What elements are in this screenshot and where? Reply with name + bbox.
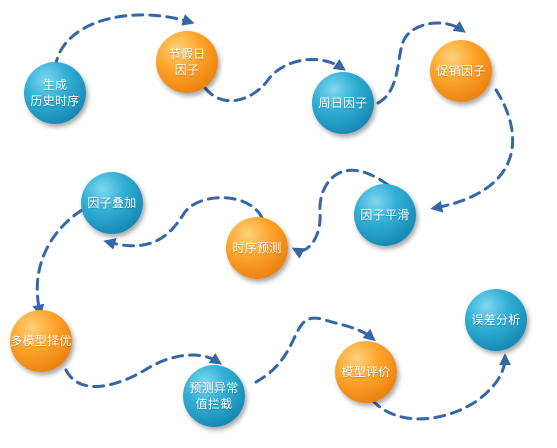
node-overlay: 因子叠加 <box>81 172 143 234</box>
arrow-smooth-to-forecast <box>291 168 390 259</box>
node-error-label: 误差分析 <box>471 313 521 327</box>
node-select: 多模型择优 <box>10 310 72 372</box>
arrow-select-to-outlier <box>64 353 222 388</box>
node-select-label: 多模型择优 <box>10 334 72 348</box>
node-forecast: 时序预测 <box>226 217 288 279</box>
node-smooth: 因子平滑 <box>354 184 416 246</box>
node-evaluate-label: 模型评价 <box>341 365 391 379</box>
arrow-history-to-holiday <box>53 13 195 70</box>
arrow-weekday-to-promo <box>376 20 466 105</box>
node-smooth-label: 因子平滑 <box>360 208 410 222</box>
node-promo-label: 促销因子 <box>436 64 486 78</box>
arrow-evaluate-to-error <box>370 353 511 421</box>
node-weekday-label: 周日因子 <box>318 96 368 110</box>
arrow-overlay-to-select <box>32 208 84 317</box>
node-evaluate: 模型评价 <box>335 341 397 403</box>
node-weekday: 周日因子 <box>312 72 374 134</box>
node-history-label: 生成 历史时序 <box>30 78 80 108</box>
node-holiday-label: 节假日 因子 <box>168 47 206 77</box>
node-outlier: 预测异常 值拦截 <box>183 365 245 427</box>
arrow-promo-to-smooth <box>430 88 515 213</box>
arrow-forecast-to-overlay <box>103 196 264 250</box>
node-history: 生成 历史时序 <box>24 62 86 124</box>
node-outlier-label: 预测异常 值拦截 <box>189 381 239 411</box>
arrow-outlier-to-evaluate <box>254 316 376 384</box>
node-promo: 促销因子 <box>430 40 492 102</box>
node-error: 误差分析 <box>465 289 527 351</box>
node-holiday: 节假日 因子 <box>156 31 218 93</box>
node-overlay-label: 因子叠加 <box>87 196 137 210</box>
node-forecast-label: 时序预测 <box>232 241 282 255</box>
arrow-holiday-to-weekday <box>203 58 346 103</box>
